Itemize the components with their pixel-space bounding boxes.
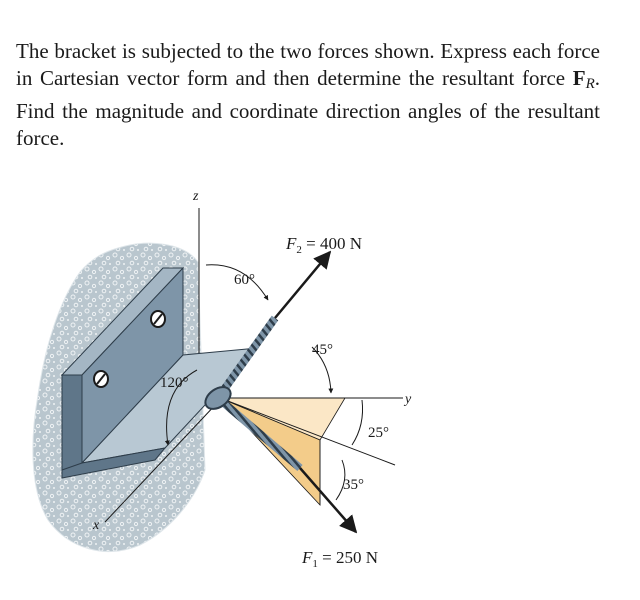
resultant-symbol: F xyxy=(572,66,586,90)
resultant-subscript: R xyxy=(585,76,595,92)
x-axis xyxy=(104,401,219,523)
arc-25 xyxy=(351,399,363,446)
projection-line xyxy=(219,397,396,466)
f2-arrow xyxy=(274,250,332,319)
axis-z-label: z xyxy=(192,189,199,204)
angle-25-label: 25° xyxy=(368,425,389,441)
arc-120 xyxy=(164,369,198,446)
f2-label: F2 = 400 N xyxy=(285,234,362,256)
f1-label: F1 = 250 N xyxy=(301,548,378,570)
nut xyxy=(204,386,232,410)
bolt-slot-lower xyxy=(96,373,106,385)
f2-rod xyxy=(214,315,279,401)
angle-120-label: 120° xyxy=(160,375,189,391)
arc-35 xyxy=(335,459,346,501)
arc-45 xyxy=(311,346,334,394)
angle-60-label: 60° xyxy=(234,272,255,288)
axis-x-label: x xyxy=(92,518,100,533)
problem-text-before: The bracket is subjected to the two forc… xyxy=(16,39,600,90)
problem-statement: The bracket is subjected to the two forc… xyxy=(16,38,600,152)
axis-y-label: y xyxy=(403,392,412,407)
arc-60 xyxy=(205,264,269,301)
bracket-flange-front xyxy=(61,447,167,479)
angle-45-label: 45° xyxy=(312,342,333,358)
problem-text-after: . Find the magnitude and coordinate dire… xyxy=(16,66,600,150)
f1-rod xyxy=(215,394,303,472)
bracket-plate-front xyxy=(61,374,83,471)
bolt-slot-upper xyxy=(153,313,163,325)
angle-35-label: 35° xyxy=(343,477,364,493)
f1-arrow xyxy=(299,467,358,534)
